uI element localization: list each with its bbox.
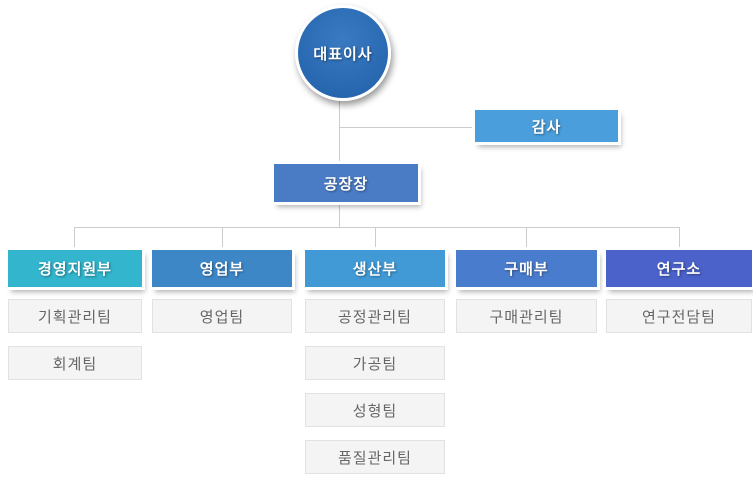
dept-label: 경영지원부 — [37, 260, 112, 278]
team-box: 영업팀 — [152, 299, 292, 333]
ceo-label: 대표이사 — [313, 44, 373, 63]
connector-to-auditor — [340, 127, 476, 128]
dept-column-1: 영업부 영업팀 — [152, 250, 292, 333]
dept-label: 영업부 — [199, 260, 245, 278]
dept-label: 구매부 — [504, 260, 549, 278]
dept-box: 구매부 — [456, 250, 597, 287]
team-box: 가공팀 — [305, 346, 445, 380]
team-box: 품질관리팀 — [305, 440, 445, 474]
connector-drop-dept-3 — [526, 227, 527, 250]
team-box: 연구전담팀 — [606, 299, 752, 333]
org-node-ceo: 대표이사 — [295, 5, 391, 101]
team-list: 구매관리팀 — [456, 299, 597, 333]
connector-manager-to-bus — [339, 202, 340, 227]
connector-drop-dept-2 — [375, 227, 376, 250]
auditor-label: 감사 — [531, 117, 562, 136]
connector-drop-dept-1 — [222, 227, 223, 250]
team-box: 공정관리팀 — [305, 299, 445, 333]
dept-column-4: 연구소 연구전담팀 — [606, 250, 752, 333]
dept-column-3: 구매부 구매관리팀 — [456, 250, 597, 333]
team-list: 연구전담팀 — [606, 299, 752, 333]
org-node-auditor: 감사 — [475, 110, 618, 142]
org-node-manager: 공장장 — [274, 164, 418, 202]
team-box: 회계팀 — [8, 346, 142, 380]
dept-label: 연구소 — [656, 260, 702, 278]
team-box: 구매관리팀 — [456, 299, 597, 333]
connector-department-bus — [74, 227, 679, 228]
connector-drop-dept-0 — [74, 227, 75, 250]
connector-drop-dept-4 — [679, 227, 680, 250]
manager-label: 공장장 — [323, 174, 369, 193]
dept-label: 생산부 — [352, 260, 398, 278]
dept-box: 생산부 — [305, 250, 445, 287]
dept-box: 영업부 — [152, 250, 292, 287]
connector-ceo-to-manager — [339, 97, 340, 164]
team-box: 기획관리팀 — [8, 299, 142, 333]
team-list: 영업팀 — [152, 299, 292, 333]
dept-box: 경영지원부 — [8, 250, 142, 287]
team-box: 성형팀 — [305, 393, 445, 427]
dept-box: 연구소 — [606, 250, 752, 287]
